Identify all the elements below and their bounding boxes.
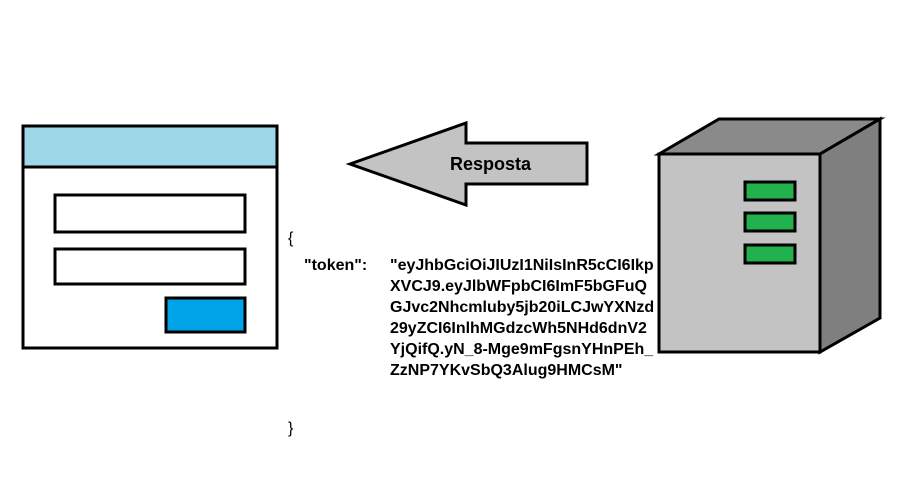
- server-side: [818, 116, 882, 355]
- server-led-3: [743, 243, 797, 265]
- json-response: { "token": "eyJhbGciOiJIUzI1NiIsInR5cCI6…: [288, 228, 668, 437]
- server-led-2: [743, 211, 797, 233]
- response-arrow: Resposta: [345, 120, 589, 208]
- json-close-brace: }: [288, 420, 294, 437]
- username-field: [53, 193, 247, 234]
- json-token-row: "token": "eyJhbGciOiJIUzI1NiIsInR5cCI6Ik…: [304, 255, 655, 381]
- password-field: [53, 247, 247, 286]
- login-window-title-bar: [21, 124, 279, 169]
- arrow-label: Resposta: [450, 154, 532, 174]
- json-token-value: "eyJhbGciOiJIUzI1NiIsInR5cCI6IkpXVCJ9.ey…: [390, 257, 655, 379]
- server-led-1: [743, 180, 797, 202]
- submit-button: [164, 296, 247, 334]
- json-token-key: "token":: [304, 257, 368, 274]
- json-open-brace: {: [288, 230, 294, 247]
- arrow-shape: [345, 120, 589, 208]
- server-icon: [653, 116, 886, 355]
- login-window-icon: [21, 124, 279, 350]
